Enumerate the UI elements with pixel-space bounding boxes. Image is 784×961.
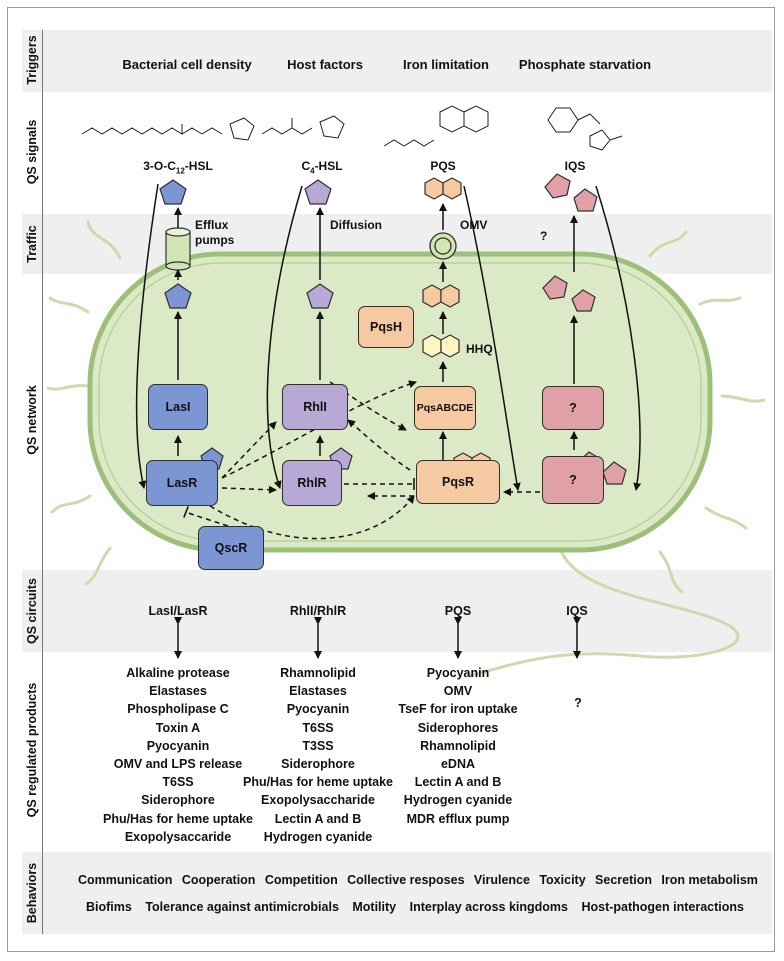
behavior-item: Virulence [473,873,530,887]
pqsr-box: PqsR [416,460,500,504]
pqs-molecule-intracellular [422,284,460,308]
list-item: Hydrogen cyanide [263,829,373,844]
figure-frame [7,7,775,952]
list-item: Lectin A and B [274,811,362,826]
list-item: Siderophore [141,793,215,808]
efflux-pump-icon [165,227,191,271]
list-item: Pyocyanin [146,738,210,753]
label-pumps: pumps [195,233,235,247]
behavior-item: Iron metabolism [661,873,758,887]
label-hhq: HHQ [466,342,493,356]
trigger-host-factors: Host factors [287,57,363,72]
label-efflux: Efflux [195,218,229,232]
list-item: Lectin A and B [414,775,502,790]
rhli-box: RhlI [282,384,348,430]
list-item: Toxin A [155,720,201,735]
behavior-item: Communication [78,873,173,887]
behavior-item: Secretion [595,873,652,887]
signal-c4-hsl: C4-HSL [301,159,343,176]
list-item: Elastases [149,684,207,699]
rhlr-box: RhlR [282,460,342,506]
c4-hsl-molecule-intracellular [306,283,334,309]
dashed-arrows [183,380,540,540]
behavior-item: Collective resposes [347,873,465,887]
list-item: ? [574,696,582,710]
list-item: Hydrogen cyanide [403,793,513,808]
behavior-item: Host-pathogen interactions [581,900,744,914]
iqs-synthase-box: ? [542,386,604,430]
lasr-box: LasR [146,460,218,506]
behavior-item: Competition [264,873,338,887]
list-item: OMV and LPS release [113,756,243,771]
products-iqs-list: ? [574,694,582,712]
list-item: TseF for iron uptake [398,702,518,717]
lasi-box: LasI [148,384,208,430]
hhq-molecule [422,334,460,358]
behavior-item: Interplay across kingdoms [409,900,568,914]
list-item: Siderophore [281,756,355,771]
behavior-item: Motility [352,900,397,914]
list-item: Rhamnolipid [280,666,356,680]
band-triggers [22,30,772,92]
behaviors-row-2: Biofims Tolerance against antimicrobials… [86,900,744,914]
list-item: Elastases [289,684,347,699]
c12-hsl-molecule [159,179,187,205]
pqsh-box: PqsH [358,306,414,348]
behavior-item: Tolerance against antimicrobials [145,900,339,914]
chem-structures [81,105,623,151]
c4-hsl-molecule [304,179,332,205]
band-circuits [22,570,772,652]
list-item: Phu/Has for heme uptake [102,811,254,826]
iqs-molecule-intracellular [542,275,596,312]
omv-vesicle-icon [429,232,457,260]
row-label-divider [42,30,43,934]
trigger-cell-density: Bacterial cell density [122,57,252,72]
circuit-rhl: RhlI/RhlR [289,604,347,618]
trigger-iron-limitation: Iron limitation [403,57,489,72]
products-rhl-list: Rhamnolipid Elastases Pyocyanin T6SS T3S… [243,664,393,846]
behavior-item: Cooperation [181,873,256,887]
iqs-molecule [544,173,598,212]
behavior-item: Toxicity [539,873,586,887]
list-item: OMV [443,684,473,699]
c12-hsl-molecule-intracellular [164,283,192,309]
circuit-pqs: PQS [444,604,472,618]
behavior-item: Biofims [86,900,132,914]
circuit-iqs: IQS [566,604,588,618]
list-item: eDNA [440,756,476,771]
pqsabcde-box: PqsABCDE [414,386,476,430]
list-item: Siderophores [417,720,499,735]
signal-pqs: PQS [430,159,456,173]
label-iqs-traffic-unknown: ? [540,229,548,243]
trigger-phosphate-starvation: Phosphate starvation [518,57,652,72]
signal-c12-hsl: 3-O-C12-HSL [143,159,213,176]
list-item: Pyocyanin [286,702,350,717]
qscr-box: QscR [198,526,264,570]
list-item: T6SS [162,775,194,790]
list-item: Phu/Has for heme uptake [242,775,394,790]
band-behaviors [22,852,772,934]
circuit-arrows [174,617,581,659]
list-item: T3SS [302,738,334,753]
list-item: Exopolysaccaride [124,829,232,844]
iqs-receptor-box: ? [542,456,604,504]
products-las-list: Alkaline protease Elastases Phospholipas… [103,664,253,846]
solid-arrows [135,183,642,491]
signal-iqs: IQS [564,159,586,173]
list-item: Phospholipase C [127,702,229,717]
list-item: Rhamnolipid [420,738,496,753]
pqs-molecule [424,177,462,200]
circuit-las: LasI/LasR [148,604,208,618]
list-item: MDR efflux pump [406,811,510,826]
flagella [46,220,766,678]
list-item: Alkaline protease [126,666,230,680]
behaviors-row-1: Communication Cooperation Competition Co… [78,873,758,887]
list-item: Pyocyanin [426,666,490,680]
label-omv: OMV [460,218,488,232]
label-diffusion: Diffusion [330,218,382,232]
list-item: Exopolysaccharide [261,793,375,808]
products-pqs-list: Pyocyanin OMV TseF for iron uptake Sider… [398,664,517,828]
list-item: T6SS [302,720,334,735]
